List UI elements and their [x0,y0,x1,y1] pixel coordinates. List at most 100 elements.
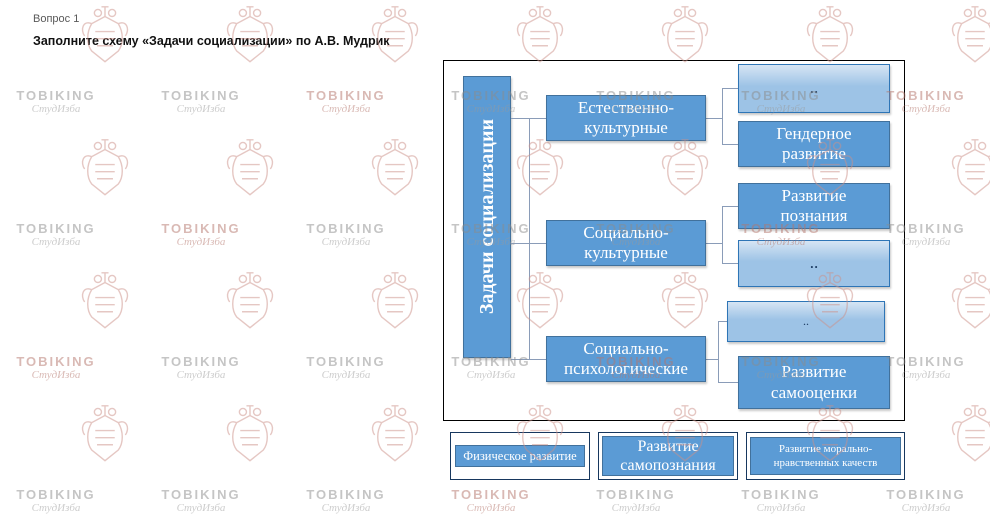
connector-line [718,321,727,322]
crest-icon [78,138,132,200]
connector-line [718,321,719,382]
blank-slot-placeholder: .. [803,314,809,328]
watermark-title: TOBIKING [16,354,96,369]
crest-icon [948,138,990,200]
crest-icon [948,5,990,67]
group-box-natural-cultural: Естественно-культурные [546,95,706,141]
crest-icon [223,271,277,333]
blank-slot-2[interactable]: .. [738,240,890,287]
answer-box-cognition-development: Развитие познания [738,183,890,229]
blank-slot-placeholder: .. [809,78,819,98]
crest-icon [368,404,422,466]
watermark-subtitle: СтудИзба [901,502,951,514]
watermark-subtitle: СтудИзба [321,103,371,115]
watermark-subtitle: СтудИзба [321,236,371,248]
watermark-subtitle: СтудИзба [31,502,81,514]
option-physical-development[interactable]: Физическое развитие [455,445,585,467]
crest-icon [803,5,857,67]
crest-icon [948,404,990,466]
watermark-subtitle: СтудИзба [176,502,226,514]
watermark-title: TOBIKING [306,88,386,103]
watermark-subtitle: СтудИзба [31,369,81,381]
watermark-title: TOBIKING [161,354,241,369]
watermark-title: TOBIKING [741,487,821,502]
watermark-subtitle: СтудИзба [466,502,516,514]
option-moral-qualities-development[interactable]: Развитие морально-нравственных качеств [750,437,901,475]
watermark-subtitle: СтудИзба [176,369,226,381]
watermark-title: TOBIKING [451,487,531,502]
watermark-title: TOBIKING [596,487,676,502]
group-box-social-cultural: Социально-культурные [546,220,706,266]
blank-slot-1[interactable]: .. [738,64,890,113]
watermark-subtitle: СтудИзба [176,236,226,248]
connector-line [718,382,738,383]
answer-box-gender-development: Гендерное развитие [738,121,890,167]
connector-line [511,359,546,360]
connector-line [722,263,738,264]
watermark-title: TOBIKING [306,221,386,236]
group-box-social-psychological: Социально-психологические [546,336,706,382]
watermark-subtitle: СтудИзба [321,369,371,381]
watermark-title: TOBIKING [16,487,96,502]
root-node-label: Задачи социализации [475,119,498,315]
connector-line [706,118,722,119]
answer-box-label: Развитие самооценки [770,362,858,402]
option-slot-3: Развитие морально-нравственных качеств [746,432,905,480]
group-box-label: Социально-культурные [583,222,669,262]
blank-slot-placeholder: .. [809,253,819,273]
crest-icon [658,5,712,67]
question-header: Вопрос 1 Заполните схему «Задачи социали… [33,13,390,48]
watermark-subtitle: СтудИзба [321,502,371,514]
connector-line [529,118,530,359]
option-selfknowledge-development[interactable]: Развитие самопознания [602,436,734,476]
crest-icon [513,5,567,67]
option-slot-2: Развитие самопознания [598,432,738,480]
connector-line [722,144,738,145]
blank-slot-3[interactable]: .. [727,301,885,342]
connector-line [706,243,722,244]
question-title: Заполните схему «Задачи социализации» по… [33,34,390,48]
crest-icon [368,271,422,333]
crest-icon [368,138,422,200]
crest-icon [78,404,132,466]
watermark-title: TOBIKING [306,354,386,369]
watermark-subtitle: СтудИзба [31,236,81,248]
question-number-label: Вопрос 1 [33,13,80,25]
connector-line [722,206,723,263]
connector-line [722,88,738,89]
group-box-label: Естественно-культурные [577,97,675,137]
watermark-subtitle: СтудИзба [756,502,806,514]
connector-line [722,88,723,144]
connector-line [511,118,546,119]
diagram-panel: Задачи социализации Естественно-культурн… [443,60,905,421]
option-slot-1: Физическое развитие [450,432,590,480]
watermark-title: TOBIKING [161,88,241,103]
group-box-label: Социально-психологические [564,338,688,378]
watermark-title: TOBIKING [16,221,96,236]
connector-line [722,206,738,207]
connector-line [706,359,718,360]
watermark-subtitle: СтудИзба [31,103,81,115]
watermark-title: TOBIKING [161,221,241,236]
answer-box-label: Гендерное развитие [776,123,852,163]
watermark-title: TOBIKING [16,88,96,103]
connector-line [511,243,546,244]
watermark-title: TOBIKING [161,487,241,502]
crest-icon [223,138,277,200]
crest-icon [78,271,132,333]
